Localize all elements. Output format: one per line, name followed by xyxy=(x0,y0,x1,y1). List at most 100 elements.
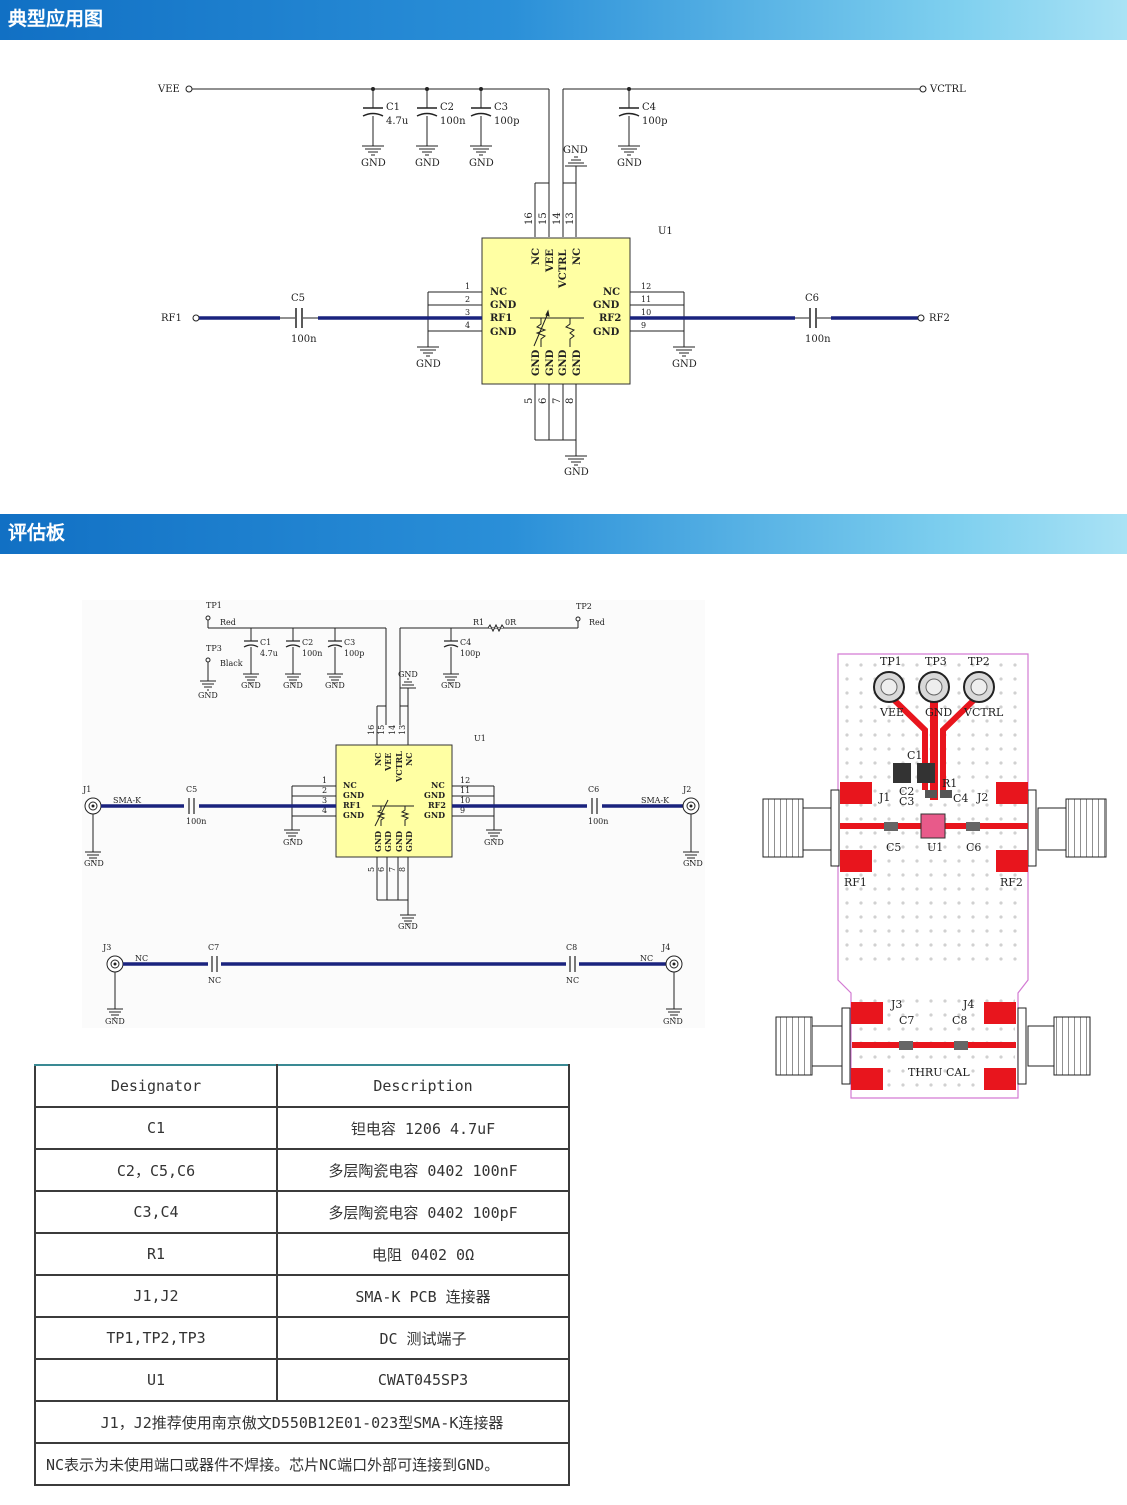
svg-text:C1: C1 xyxy=(386,102,400,113)
svg-text:GND: GND xyxy=(617,158,642,169)
svg-text:GND: GND xyxy=(416,359,441,370)
svg-text:13: 13 xyxy=(398,725,407,735)
u1-bottom-pins: GND 5 6 7 8 xyxy=(524,384,589,478)
j2-connector: J2 GND xyxy=(682,785,703,868)
svg-text:10: 10 xyxy=(460,796,470,805)
svg-text:SMA-K: SMA-K xyxy=(641,796,670,805)
svg-text:NC: NC xyxy=(640,954,653,963)
svg-text:THRU CAL: THRU CAL xyxy=(908,1066,970,1079)
svg-text:J3: J3 xyxy=(890,998,902,1011)
svg-text:GND: GND xyxy=(343,810,364,820)
pcb-test-points xyxy=(873,671,995,703)
svg-text:GND: GND xyxy=(398,922,418,931)
svg-text:J4: J4 xyxy=(661,943,670,952)
svg-text:J1: J1 xyxy=(82,785,91,794)
svg-text:NC: NC xyxy=(531,248,542,265)
svg-text:J4: J4 xyxy=(962,998,974,1011)
svg-text:C5: C5 xyxy=(291,293,305,304)
c6-capacitor: C6 100n xyxy=(805,293,831,345)
svg-text:5: 5 xyxy=(524,398,535,404)
svg-text:C5: C5 xyxy=(186,785,197,794)
j4-connector: J4 GND xyxy=(661,943,683,1026)
svg-text:12: 12 xyxy=(460,776,470,785)
svg-text:J1: J1 xyxy=(878,791,890,804)
svg-text:GND: GND xyxy=(361,158,386,169)
vee-net-label: VEE xyxy=(157,84,180,95)
svg-text:GND: GND xyxy=(572,349,583,376)
svg-text:100n: 100n xyxy=(805,334,831,345)
svg-text:GND: GND xyxy=(105,1017,125,1026)
svg-text:100n: 100n xyxy=(186,817,206,826)
svg-text:100p: 100p xyxy=(494,116,520,127)
svg-text:TP2: TP2 xyxy=(576,602,592,611)
svg-text:R1: R1 xyxy=(473,618,484,627)
svg-text:NC: NC xyxy=(343,780,357,790)
svg-text:TP2: TP2 xyxy=(968,655,990,668)
u1-chip xyxy=(481,237,631,385)
svg-text:14: 14 xyxy=(552,212,563,225)
svg-text:RF1: RF1 xyxy=(343,800,361,810)
c1-capacitor: C1 4.7u GND xyxy=(361,87,409,169)
svg-text:U1: U1 xyxy=(474,734,486,743)
svg-text:J2: J2 xyxy=(682,785,691,794)
svg-text:7: 7 xyxy=(388,867,397,872)
j3-connector: J3 GND xyxy=(102,943,125,1026)
svg-text:4.7u: 4.7u xyxy=(386,116,409,127)
u1-label: U1 xyxy=(658,226,673,237)
r1-resistor: R1 0R xyxy=(473,618,517,633)
svg-text:GND: GND xyxy=(373,831,383,852)
svg-text:C2: C2 xyxy=(899,785,914,798)
svg-text:9: 9 xyxy=(460,806,465,815)
svg-text:GND: GND xyxy=(404,831,414,852)
svg-text:4.7u: 4.7u xyxy=(260,649,278,658)
svg-text:VCTRL: VCTRL xyxy=(558,249,569,289)
u1-top-pin-numbers: 16 15 14 13 xyxy=(524,212,576,225)
svg-text:GND: GND xyxy=(325,681,345,690)
svg-text:1: 1 xyxy=(322,776,327,785)
svg-text:GND: GND xyxy=(84,859,104,868)
evaluation-board-schematic: TP1 Red TP3 Black GND C1 4.7u GND C2 100… xyxy=(82,600,705,1028)
svg-text:NC: NC xyxy=(572,248,583,265)
svg-text:13: 13 xyxy=(565,212,576,225)
svg-text:GND: GND xyxy=(241,681,261,690)
svg-text:8: 8 xyxy=(398,867,407,872)
svg-text:16: 16 xyxy=(367,725,376,735)
svg-text:VEE: VEE xyxy=(545,249,556,273)
svg-text:RF2: RF2 xyxy=(599,313,621,324)
svg-text:C3: C3 xyxy=(344,638,355,647)
svg-text:100p: 100p xyxy=(642,116,668,127)
pcb-j3-connector xyxy=(775,1007,851,1085)
svg-text:J2: J2 xyxy=(976,791,988,804)
svg-text:VEE: VEE xyxy=(383,753,393,772)
section-title-evaluation-board: 评估板 xyxy=(0,514,1127,554)
eval-c3: C3 100p GND xyxy=(325,628,364,690)
u1-left-pins: GND 1 2 3 4 xyxy=(416,282,482,370)
svg-text:RF2: RF2 xyxy=(428,800,446,810)
svg-text:100n: 100n xyxy=(440,116,466,127)
svg-text:12: 12 xyxy=(641,282,651,291)
svg-text:9: 9 xyxy=(641,321,646,330)
svg-text:C1: C1 xyxy=(260,638,271,647)
svg-text:VCTRL: VCTRL xyxy=(963,706,1004,719)
svg-text:NC: NC xyxy=(404,752,414,766)
svg-text:C2: C2 xyxy=(302,638,313,647)
j1-connector: J1 GND xyxy=(82,785,104,868)
pcb-j4-connector xyxy=(1017,1007,1091,1085)
svg-text:C1: C1 xyxy=(907,749,922,762)
svg-text:15: 15 xyxy=(538,212,549,225)
svg-text:C6: C6 xyxy=(588,785,599,794)
svg-text:14: 14 xyxy=(388,725,397,735)
svg-text:C4: C4 xyxy=(642,102,656,113)
svg-text:C8: C8 xyxy=(952,1014,967,1027)
svg-text:C4: C4 xyxy=(953,792,968,805)
svg-text:TP1: TP1 xyxy=(206,601,222,610)
pcb-j1-connector xyxy=(762,789,840,867)
svg-text:GND: GND xyxy=(198,691,218,700)
section-title-typical-application: 典型应用图 xyxy=(0,0,1127,40)
